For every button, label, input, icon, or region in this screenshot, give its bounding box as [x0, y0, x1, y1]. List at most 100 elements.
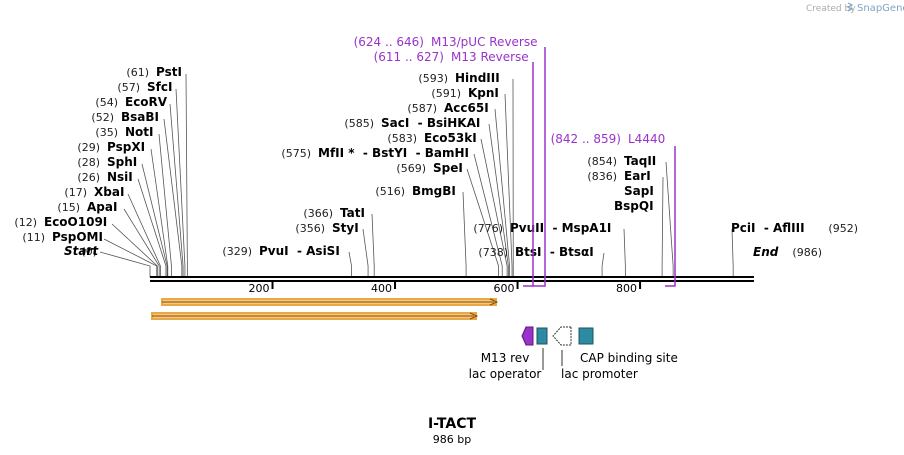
- site-1-num: (11): [22, 231, 45, 244]
- primer-0-range: (624 .. 646): [354, 35, 424, 49]
- leader-line-14: [362, 228, 369, 277]
- primer-2-range: (842 .. 859): [551, 132, 621, 146]
- site-0-num: (0): [81, 245, 97, 258]
- site-30-num: (952): [828, 222, 858, 235]
- leader-line-8: [158, 133, 172, 277]
- ruler-label-200: 200: [249, 282, 270, 295]
- site-15-name[interactable]: TatI: [340, 206, 365, 220]
- site-5-num: (26): [77, 171, 100, 184]
- site-12-name[interactable]: PstI: [156, 65, 182, 79]
- ruler-label-400: 400: [371, 282, 392, 295]
- site-31-num: (986): [792, 246, 822, 259]
- orf-arrow-2-head: [469, 312, 479, 320]
- site-23-name[interactable]: HindIII: [455, 71, 500, 85]
- site-14-name[interactable]: StyI: [332, 221, 359, 235]
- leader-line-20: [488, 123, 509, 277]
- site-7-num: (29): [77, 141, 100, 154]
- leader-line-27: [665, 161, 674, 277]
- site-1-name[interactable]: PspOMI: [52, 230, 103, 244]
- site-2-num: (12): [14, 216, 37, 229]
- ruler-label-800: 800: [616, 282, 637, 295]
- site-30-name[interactable]: PciI - AflIII: [731, 221, 805, 235]
- primer-0-bracket[interactable]: [523, 47, 546, 287]
- site-3-name[interactable]: ApaI: [87, 200, 117, 214]
- features: M13 rev lac operator lac promoter CAP bi…: [469, 326, 678, 381]
- site-9-name[interactable]: BsaBI: [121, 110, 159, 124]
- lac-operator-label: lac operator: [469, 367, 542, 381]
- site-15-num: (366): [303, 207, 333, 220]
- site-24-name[interactable]: BtsI - BtsαI: [515, 245, 594, 259]
- site-4-name[interactable]: XbaI: [94, 185, 124, 199]
- site-28-name[interactable]: SapI: [624, 184, 654, 198]
- site-9-num: (52): [91, 111, 114, 124]
- site-13-name[interactable]: PvuI - AsiSI: [259, 244, 340, 258]
- snapgene-logo-text: SnapGene: [857, 3, 904, 14]
- cap-binding-site-label: CAP binding site: [580, 351, 678, 365]
- site-21-num: (587): [407, 102, 437, 115]
- site-0-name[interactable]: Start: [64, 244, 99, 258]
- ruler: 200 400 600 800: [249, 281, 642, 295]
- site-27-name[interactable]: TaqII: [624, 154, 656, 168]
- site-17-name[interactable]: SpeI: [433, 161, 463, 175]
- lac-promoter-label: lac promoter: [561, 367, 638, 381]
- site-20-num: (585): [344, 117, 374, 130]
- site-27-num: (854): [587, 155, 617, 168]
- site-31-name[interactable]: End: [753, 245, 779, 259]
- primer-2-name[interactable]: L4440: [628, 132, 665, 146]
- site-3-num: (15): [57, 201, 80, 214]
- primer-0-name[interactable]: M13/pUC Reverse: [431, 35, 538, 49]
- primer-brackets: [523, 47, 676, 287]
- leader-line-18: [473, 153, 503, 277]
- leader-line-0: [99, 251, 151, 277]
- m13-rev-label: M13 rev: [481, 351, 530, 365]
- site-20-name[interactable]: SacI - BsiHKAI: [381, 116, 480, 130]
- leader-line-6: [141, 163, 168, 277]
- leader-line-25: [623, 228, 626, 277]
- ruler-label-600: 600: [494, 282, 515, 295]
- leader-line-17: [466, 168, 499, 277]
- site-29-name[interactable]: BspQI: [614, 199, 654, 213]
- site-14-num: (356): [295, 222, 325, 235]
- lac-promoter-feature[interactable]: [552, 326, 572, 346]
- leader-line-30: [731, 228, 734, 277]
- lac-operator-feature[interactable]: [536, 327, 548, 345]
- leader-line-1: [103, 238, 158, 277]
- site-16-name[interactable]: BmgBI: [412, 184, 456, 198]
- site-7-name[interactable]: PspXI: [107, 140, 145, 154]
- leader-line-24: [601, 252, 605, 277]
- site-2-name[interactable]: EcoO109I: [44, 215, 107, 229]
- leader-line-10: [169, 103, 184, 277]
- primer-1-name[interactable]: M13 Reverse: [451, 50, 529, 64]
- site-21-name[interactable]: Acc65I: [444, 101, 489, 115]
- site-25-name[interactable]: PvuII - MspA1I: [510, 221, 611, 235]
- site-19-num: (583): [387, 132, 417, 145]
- leader-line-3: [123, 208, 160, 277]
- site-4-num: (17): [64, 186, 87, 199]
- primer-2-bracket[interactable]: [665, 146, 676, 287]
- leader-line-19: [480, 138, 508, 277]
- site-18-name[interactable]: MfII * - BstYI - BamHI: [318, 146, 469, 160]
- site-22-num: (591): [431, 87, 461, 100]
- m13-rev-feature[interactable]: [521, 326, 534, 346]
- site-8-name[interactable]: NotI: [125, 125, 154, 139]
- leader-line-12: [185, 73, 188, 277]
- leader-line-4: [127, 193, 161, 277]
- site-16-num: (516): [375, 185, 405, 198]
- cap-binding-site-feature[interactable]: [578, 327, 594, 345]
- site-11-name[interactable]: SfcI: [147, 80, 172, 94]
- leader-line-13: [348, 251, 352, 277]
- site-25-num: (776): [473, 222, 503, 235]
- site-22-name[interactable]: KpnI: [468, 86, 499, 100]
- orf-arrow-1-head: [489, 298, 499, 306]
- site-10-name[interactable]: EcoRV: [125, 95, 168, 109]
- site-6-name[interactable]: SphI: [107, 155, 137, 169]
- leader-line-21: [494, 108, 510, 277]
- plasmid-name: I-TACT: [428, 416, 477, 432]
- site-5-name[interactable]: NsiI: [107, 170, 133, 184]
- site-labels: (0) Start (11) PspOMI (12) EcoO109I (15)…: [14, 65, 858, 259]
- site-11-num: (57): [117, 81, 140, 94]
- leader-line-2: [111, 223, 158, 277]
- site-19-name[interactable]: Eco53kI: [424, 131, 477, 145]
- site-26-name[interactable]: EarI: [624, 169, 651, 183]
- orf-arrows: [151, 298, 499, 320]
